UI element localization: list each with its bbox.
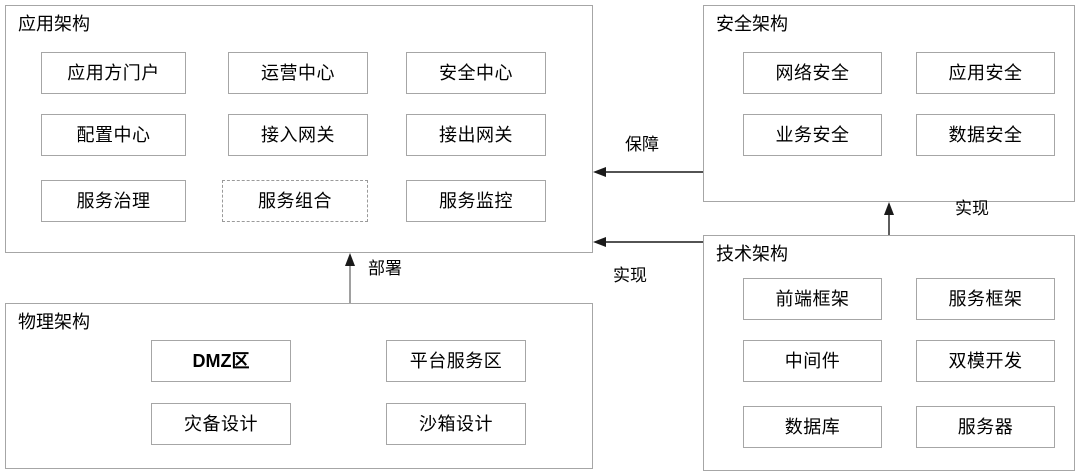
node-application-security[interactable]: 应用安全	[916, 52, 1055, 94]
edge-label-baozhang: 保障	[625, 135, 659, 154]
connector-technical-to-application	[593, 237, 703, 247]
connector-security-to-application	[593, 167, 703, 177]
group-security-architecture: 安全架构 网络安全 应用安全 业务安全 数据安全	[703, 5, 1075, 202]
node-business-security[interactable]: 业务安全	[743, 114, 882, 156]
node-dmz-zone[interactable]: DMZ区	[151, 340, 291, 382]
edge-label-bushu: 部署	[368, 259, 402, 278]
node-data-security[interactable]: 数据安全	[916, 114, 1055, 156]
node-dual-mode-development[interactable]: 双模开发	[916, 340, 1055, 382]
node-sandbox-design[interactable]: 沙箱设计	[386, 403, 526, 445]
edge-label-shixian-to-security: 实现	[955, 199, 989, 218]
node-egress-gateway[interactable]: 接出网关	[406, 114, 546, 156]
node-disaster-recovery-design[interactable]: 灾备设计	[151, 403, 291, 445]
node-platform-service-zone[interactable]: 平台服务区	[386, 340, 526, 382]
node-service-framework[interactable]: 服务框架	[916, 278, 1055, 320]
node-security-center[interactable]: 安全中心	[406, 52, 546, 94]
node-service-composition[interactable]: 服务组合	[222, 180, 368, 222]
group-title-technical: 技术架构	[716, 244, 788, 264]
node-frontend-framework[interactable]: 前端框架	[743, 278, 882, 320]
group-title-security: 安全架构	[716, 14, 788, 34]
node-database[interactable]: 数据库	[743, 406, 882, 448]
group-title-application: 应用架构	[18, 14, 90, 34]
node-middleware[interactable]: 中间件	[743, 340, 882, 382]
node-service-monitoring[interactable]: 服务监控	[406, 180, 546, 222]
node-service-governance[interactable]: 服务治理	[41, 180, 186, 222]
connector-physical-to-application	[345, 253, 355, 303]
node-app-portal[interactable]: 应用方门户	[41, 52, 186, 94]
group-application-architecture: 应用架构 应用方门户 运营中心 安全中心 配置中心 接入网关 接出网关 服务治理…	[5, 5, 593, 253]
node-ingress-gateway[interactable]: 接入网关	[228, 114, 368, 156]
node-config-center[interactable]: 配置中心	[41, 114, 186, 156]
edge-label-shixian-to-application: 实现	[613, 266, 647, 285]
group-technical-architecture: 技术架构 前端框架 服务框架 中间件 双模开发 数据库 服务器	[703, 235, 1075, 471]
group-physical-architecture: 物理架构 DMZ区 平台服务区 灾备设计 沙箱设计	[5, 303, 593, 469]
connector-technical-to-security	[884, 202, 894, 235]
group-title-physical: 物理架构	[18, 312, 90, 332]
node-operation-center[interactable]: 运营中心	[228, 52, 368, 94]
node-network-security[interactable]: 网络安全	[743, 52, 882, 94]
node-server[interactable]: 服务器	[916, 406, 1055, 448]
